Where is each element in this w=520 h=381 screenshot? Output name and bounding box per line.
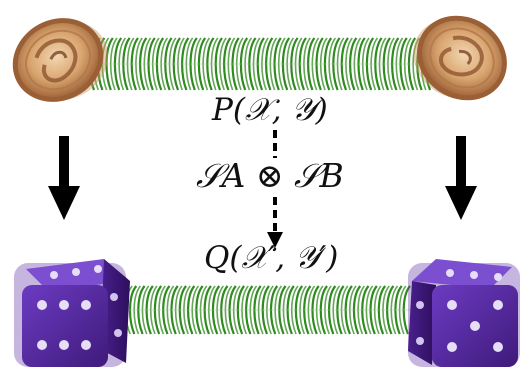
right-down-arrow: [445, 136, 477, 220]
bottom-spring: [120, 285, 411, 335]
joint-distribution-label: P(𝒳, 𝒴): [212, 92, 328, 128]
output-distribution-label: Q(𝒳′, 𝒴′): [204, 240, 339, 276]
channel-tensor-label: 𝒮A ⊗ 𝒮B: [196, 156, 344, 195]
top-spring: [88, 37, 433, 91]
die-icon: [14, 259, 130, 367]
coin-icon: [12, 18, 108, 102]
coin-icon: [413, 15, 507, 101]
channel-arrow: [267, 130, 283, 248]
left-down-arrow: [48, 136, 80, 220]
die-icon: [408, 259, 520, 367]
